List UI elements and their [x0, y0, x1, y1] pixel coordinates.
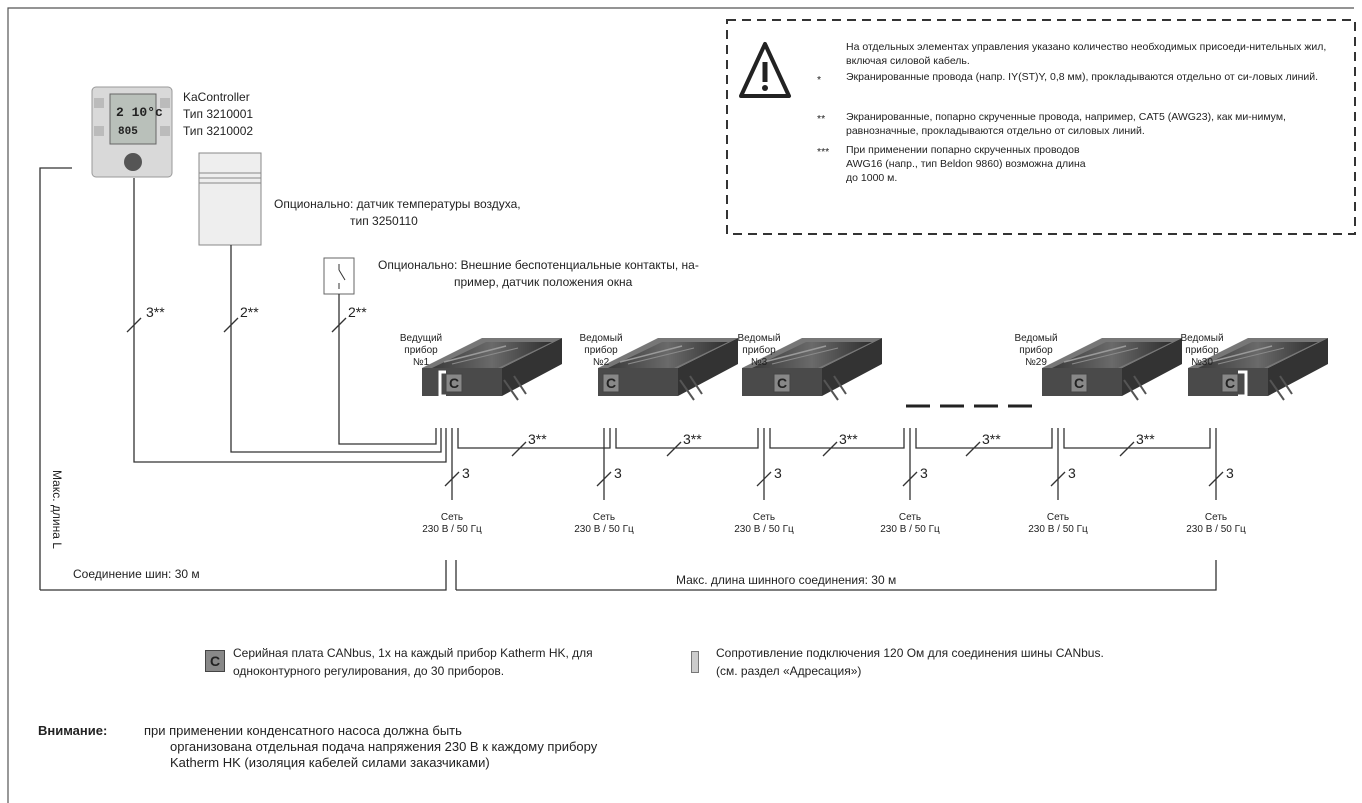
legend-resistor-line2: (см. раздел «Адресация») — [716, 664, 862, 678]
contacts-cable-label: 2** — [348, 304, 367, 320]
sensor-label-1: Опционально: датчик температуры воздуха, — [274, 197, 521, 211]
controller-type-1: Тип 3210001 — [183, 107, 254, 121]
power-cable-label: 3 — [774, 465, 782, 481]
legend-canbus-line1: Серийная плата CANbus, 1x на каждый приб… — [233, 646, 593, 660]
svg-text:C: C — [1074, 375, 1084, 391]
power-cable-label: 3 — [920, 465, 928, 481]
kacontroller-device — [91, 86, 173, 178]
notice-box — [726, 19, 1356, 235]
power-cable-label: 3 — [614, 465, 622, 481]
notice-item-3: При применении попарно скрученных провод… — [846, 144, 1086, 185]
sensor-label-2: тип 3250110 — [350, 214, 418, 228]
warning-label: Внимание: — [38, 723, 108, 738]
wiring-lines — [39, 167, 1217, 591]
canbus-badges: C C C C C — [445, 373, 1239, 393]
air-temperature-sensor — [198, 152, 262, 246]
svg-text:C: C — [449, 375, 459, 391]
controller-name: KaController — [183, 90, 250, 104]
notice-item-1: Экранированные провода (напр. IY(ST)Y, 0… — [846, 71, 1319, 83]
bus-max-length-label: Макс. длина шинного соединения: 30 м — [672, 572, 901, 588]
power-cable-label: 3 — [1226, 465, 1234, 481]
power-cable-label: 3 — [1068, 465, 1076, 481]
notice-intro: На отдельных элементах управления указан… — [846, 41, 1327, 68]
max-length-vertical-label: Макс. длина L — [50, 470, 64, 549]
contacts-label-2: пример, датчик положения окна — [454, 275, 633, 289]
warning-line-1: при применении конденсатного насоса долж… — [144, 723, 462, 738]
sensor-cable-label: 2** — [240, 304, 259, 320]
outer-frame — [7, 7, 1354, 803]
svg-text:C: C — [1225, 375, 1235, 391]
notice-mark: *** — [817, 146, 830, 158]
power-cable-label: 3 — [462, 465, 470, 481]
notice-mark: * — [817, 74, 822, 86]
window-contact-switch — [323, 257, 355, 295]
controller-type-2: Тип 3210002 — [183, 124, 254, 138]
notice-item-2: Экранированные, попарно скрученные прово… — [846, 111, 1286, 138]
svg-text:C: C — [777, 375, 787, 391]
canbus-badge-icon: C — [205, 650, 225, 672]
legend-resistor-line1: Сопротивление подключения 120 Ом для сое… — [716, 646, 1104, 660]
bus-cable-label: 3** — [683, 431, 702, 447]
warning-line-3: Katherm HK (изоляция кабелей силами зака… — [170, 755, 490, 770]
controller-screen-temp: 2 10°c — [116, 105, 163, 120]
controller-screen-time: 805 — [118, 126, 138, 138]
terminator-resistor-icon — [691, 651, 699, 673]
bus-cable-label: 3** — [839, 431, 858, 447]
svg-text:C: C — [606, 375, 616, 391]
heater-29 — [1041, 337, 1183, 401]
bus-cable-label: 3** — [528, 431, 547, 447]
controller-cable-label: 3** — [146, 304, 165, 320]
terminator-resistors — [438, 370, 1248, 398]
warning-line-2: организована отдельная подача напряжения… — [170, 739, 598, 754]
contacts-label-1: Опционально: Внешние беспотенциальные ко… — [378, 258, 699, 272]
cable-ticks — [126, 317, 1224, 487]
bus-cable-label: 3** — [1136, 431, 1155, 447]
notice-mark: ** — [817, 113, 826, 125]
warning-triangle-icon — [739, 42, 791, 98]
bus-cable-label: 3** — [982, 431, 1001, 447]
legend-canbus-line2: одноконтурного регулирования, до 30 приб… — [233, 664, 505, 678]
bus-connection-label: Соединение шин: 30 м — [70, 566, 203, 582]
